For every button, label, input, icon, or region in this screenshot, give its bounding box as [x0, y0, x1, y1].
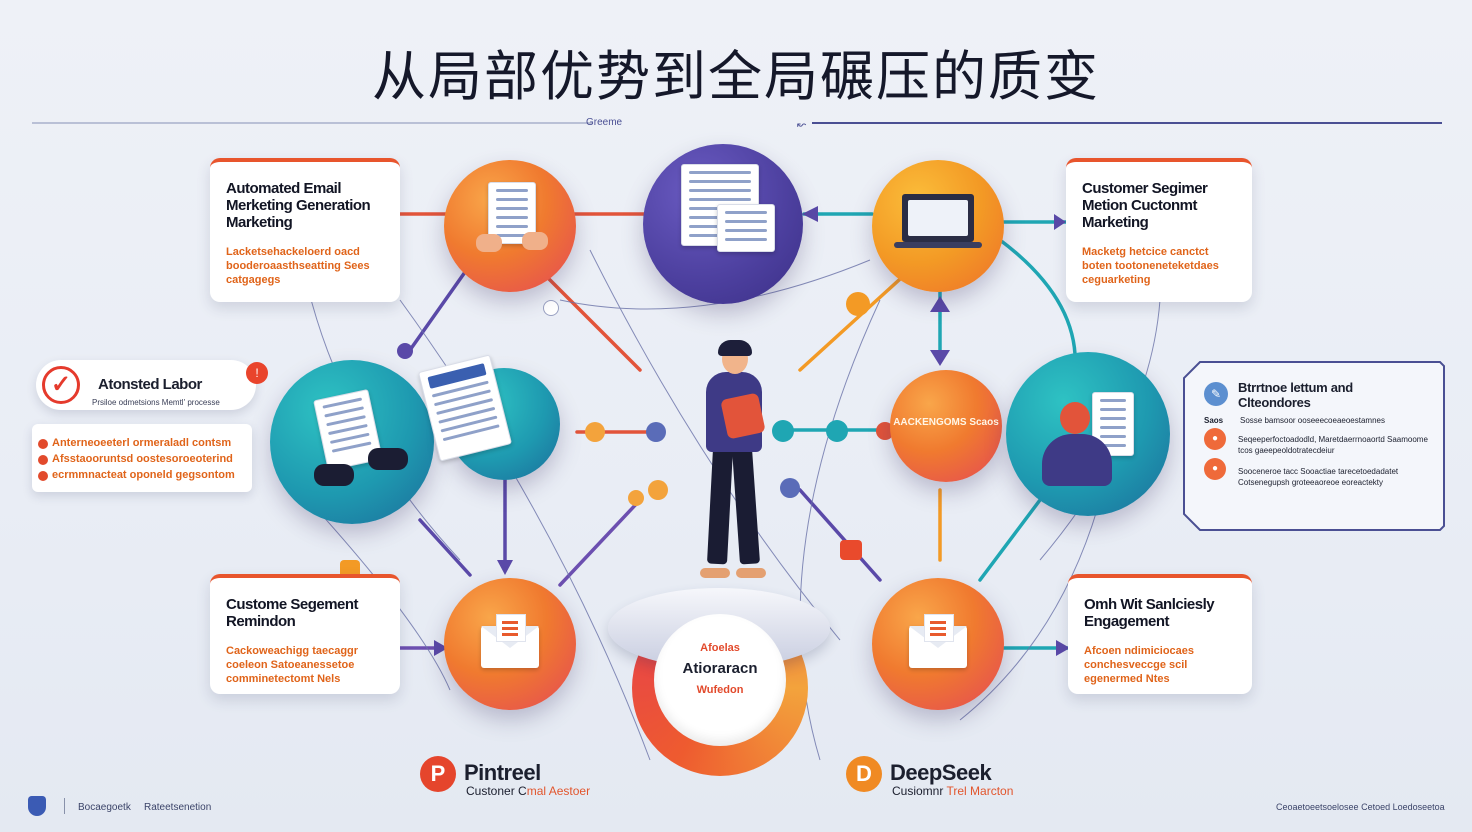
footer-link[interactable]: Rateetsenetion: [144, 802, 212, 813]
connector-dot: [846, 292, 870, 316]
connector-dot: [397, 343, 413, 359]
node-accounts: AACKENGOMS Scaos: [890, 370, 1002, 482]
card-title: Custome Segement Remindon: [226, 596, 359, 630]
person-figure: [688, 340, 788, 590]
footer-divider: [64, 798, 65, 814]
connector-dot: [876, 422, 894, 440]
brand-name-pintreel: Pintreel: [464, 760, 541, 785]
node-laptop: [872, 160, 1004, 292]
link-arrow-icon: ↜: [797, 119, 807, 131]
connector-dot: [646, 422, 666, 442]
right-info-panel: ✎ Btrrtnoe lettum and Clteondores Saos S…: [1182, 360, 1446, 532]
connector-dot: [543, 300, 559, 316]
check-icon: ✓: [42, 366, 80, 404]
card-title: Customer Segimer Metion Cuctonmt Marketi…: [1082, 180, 1208, 231]
labor-note-line: Anterneoeeterl ormeraladl contsm: [52, 437, 232, 449]
brand-name-deepseek: DeepSeek: [890, 760, 992, 785]
hand-icon: [476, 234, 502, 252]
shield-icon: [28, 796, 46, 816]
bullet-icon: [38, 439, 48, 449]
footer-note: Ceoaetoeetsoelosee Cetoed Loedoseetoa: [1276, 802, 1445, 812]
alert-icon: !: [246, 362, 268, 384]
panel-item: Seqeeperfoctoadodld, Maretdaerrnoaortd S…: [1238, 435, 1428, 455]
connector-dot: [585, 422, 605, 442]
brand-subtitle-pintreel: Custoner Cmal Aestoer: [466, 784, 591, 798]
labor-note-line: Afsstaooruntsd oostesoroeoterind: [52, 453, 233, 465]
labor-note-line: ecrmmnacteat oponeld gegsontom: [52, 469, 235, 481]
envelope-icon: [909, 614, 967, 668]
chat-icon: ●: [1204, 428, 1226, 450]
avatar: [1060, 402, 1090, 434]
bullet-icon: [38, 455, 48, 465]
labor-title: Atonsted Labor: [98, 376, 202, 393]
brand-subtitle-deepseek: Cusiomnr Trel Marcton: [892, 784, 1014, 798]
node-email-left: [444, 578, 576, 710]
node-analyst: [1006, 352, 1170, 516]
panel-title: Btrrtnoe lettum and Clteondores: [1238, 380, 1353, 410]
pen-icon: ✎: [1204, 382, 1228, 406]
panel-frame: [1183, 361, 1445, 531]
node-document-review: [270, 360, 434, 524]
automation-hub: Afoelas Atioraracn Wufedon: [654, 614, 786, 746]
card-customer-reminder: Custome Segement Remindon Cackoweachigg …: [210, 574, 400, 694]
connector-dot: [840, 540, 862, 560]
labor-card: ✓ Atonsted Labor Prsiloe odmetsions Memt…: [36, 360, 256, 410]
panel-line: Sosse bamsoor ooseeecoeaeoestamnes: [1240, 416, 1385, 425]
connector-dot: [628, 490, 644, 506]
card-customer-segmentation: Customer Segimer Metion Cuctonmt Marketi…: [1066, 158, 1252, 302]
connector-dot: [826, 420, 848, 442]
card-title: Omh Wit Sanlciesly Engagement: [1084, 596, 1215, 630]
hub-title: Atioraracn: [682, 660, 758, 677]
node-email-documents: [444, 160, 576, 292]
hand-icon: [522, 232, 548, 250]
hand-icon: [368, 448, 408, 470]
card-automated-email: Automated Email Merketing Generation Mar…: [210, 158, 400, 302]
header-divider-label: Greeme: [586, 117, 623, 128]
connector-dot: [648, 480, 668, 500]
bullet-icon: [38, 471, 48, 481]
card-text: Afcoen ndimiciocaes conchesveccge scil e…: [1084, 645, 1195, 685]
page-title: 从局部优势到全局碾压的质变: [372, 45, 1100, 108]
node-email-right: [872, 578, 1004, 710]
hub-subtitle: Wufedon: [696, 684, 744, 696]
avatar-body: [1042, 434, 1112, 486]
header-divider-right: [812, 122, 1442, 124]
footer-link[interactable]: Bocaegoetk: [78, 802, 131, 813]
pintreel-logo-icon: P: [420, 756, 456, 792]
card-text: Macketg hetcice canctct boten tootonenet…: [1082, 246, 1219, 286]
envelope-icon: [481, 614, 539, 668]
node-label: AACKENGOMS Scaos: [893, 417, 999, 428]
card-title: Automated Email Merketing Generation Mar…: [226, 180, 371, 231]
document-icon: [717, 204, 775, 252]
panel-tag: Saos: [1204, 416, 1224, 425]
labor-notes: Anterneoeeterl ormeraladl contsm Afsstao…: [32, 424, 252, 492]
panel-item: Sooceneroe tacc Sooactiae tarecetoedadat…: [1238, 467, 1399, 487]
card-engagement: Omh Wit Sanlciesly Engagement Afcoen ndi…: [1068, 574, 1252, 694]
deepseek-logo-icon: D: [846, 756, 882, 792]
card-text: Cackoweachigg taecaggr coeleon Satoeanes…: [226, 645, 359, 685]
connector-dot: [340, 560, 360, 578]
node-documents-hub: [643, 144, 803, 304]
connector-dot: [772, 420, 794, 442]
laptop-screen: [908, 200, 968, 236]
header-divider-left: [32, 122, 592, 124]
labor-subtitle: Prsiloe odmetsions Memtl' processe: [92, 398, 220, 407]
hub-kicker: Afoelas: [700, 642, 740, 654]
connector-dot: [780, 478, 800, 498]
hand-icon: [314, 464, 354, 486]
card-text: Lacketsehackeloerd oacd booderoaasthseat…: [226, 246, 370, 286]
chat-icon: ●: [1204, 458, 1226, 480]
laptop-base: [894, 242, 982, 248]
